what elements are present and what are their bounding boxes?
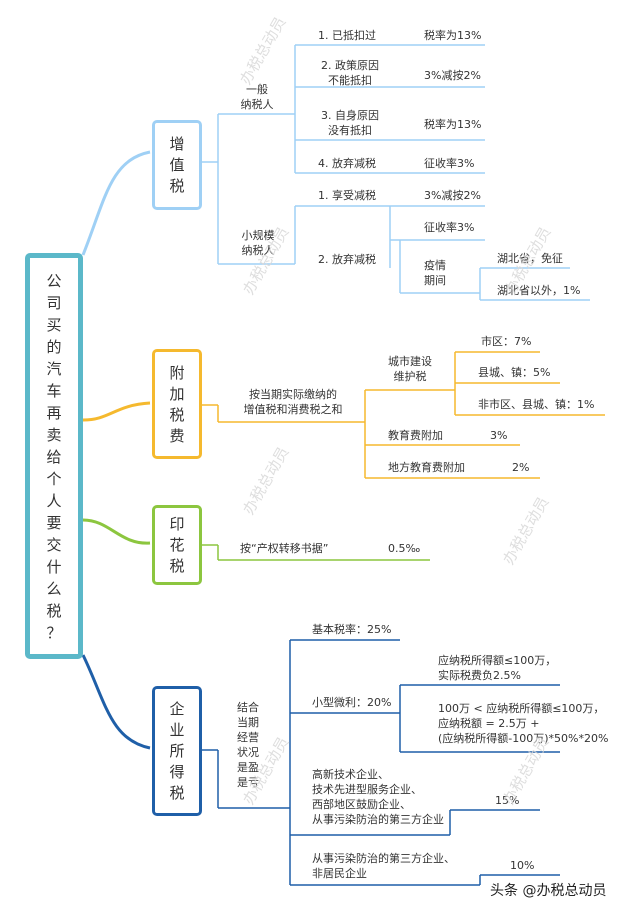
vat-general-item-1-value: 税率为13% xyxy=(424,29,482,42)
edu-surcharge-value: 3% xyxy=(490,429,508,442)
cit-nonres-label: 从事污染防治的第三方企业、 非居民企业 xyxy=(312,852,455,880)
vat-general-item-1-label: 1. 已抵扣过 xyxy=(318,29,376,42)
vat-general-item-4-label: 4. 放弃减税 xyxy=(318,157,376,170)
urban-rate-3: 非市区、县城、镇：1% xyxy=(478,398,595,411)
urban-tax-label: 城市建设 维护税 xyxy=(388,355,432,383)
local-edu-surcharge-value: 2% xyxy=(512,461,530,474)
vat-small-waive-value: 征收率3% xyxy=(424,221,475,234)
vat-title: 增 值 税 xyxy=(169,135,185,195)
vat-small-label: 小规模 纳税人 xyxy=(241,229,275,257)
cit-box: 企 业 所 得 税 xyxy=(152,686,202,816)
cit-micro-tier2: 100万 < 应纳税所得额≤100万， 应纳税额 = 2.5万 + (应纳税所得… xyxy=(438,702,609,745)
cit-micro-tier1: 应纳税所得额≤100万， 实际税费负2.5% xyxy=(438,654,557,682)
stamp-basis: 按“产权转移书据” xyxy=(240,542,329,555)
vat-epidemic-outside: 湖北省以外，1% xyxy=(497,284,581,297)
stamp-title: 印 花 税 xyxy=(169,515,185,575)
vat-general-item-2-value: 3%减按2% xyxy=(424,69,481,82)
surcharge-basis: 按当期实际缴纳的 增值税和消费税之和 xyxy=(243,388,343,416)
cit-note: 结合 当期 经营 状况 是盈 是亏 xyxy=(237,701,259,789)
cit-basic-rate: 基本税率：25% xyxy=(312,623,392,636)
vat-epidemic-label: 疫情 期间 xyxy=(424,259,446,287)
stamp-rate: 0.5‰ xyxy=(388,542,421,555)
vat-general-item-3-label: 3. 自身原因 没有抵扣 xyxy=(321,109,379,137)
local-edu-surcharge-label: 地方教育费附加 xyxy=(388,461,465,474)
cit-hitech-value: 15% xyxy=(495,794,520,807)
vat-small-waive-label: 2. 放弃减税 xyxy=(318,253,376,266)
vat-box: 增 值 税 xyxy=(152,120,202,210)
stamp-box: 印 花 税 xyxy=(152,505,202,585)
cit-title: 企 业 所 得 税 xyxy=(169,700,185,802)
cit-nonres-value: 10% xyxy=(510,859,535,872)
root-topic-text: 公 司 买 的 汽 车 再 卖 给 个 人 要 交 什 么 税 ？ xyxy=(46,272,62,642)
vat-general-label: 一般 纳税人 xyxy=(240,83,274,111)
vat-small-enjoy-label: 1. 享受减税 xyxy=(318,189,376,202)
urban-rate-2: 县城、镇：5% xyxy=(478,366,551,379)
vat-general-item-2-label: 2. 政策原因 不能抵扣 xyxy=(321,59,379,87)
vat-general-item-4-value: 征收率3% xyxy=(424,157,475,170)
surcharge-title: 附 加 税 费 xyxy=(169,364,185,445)
edu-surcharge-label: 教育费附加 xyxy=(388,429,443,442)
urban-rate-1: 市区：7% xyxy=(481,335,532,348)
surcharge-box: 附 加 税 费 xyxy=(152,349,202,459)
root-topic-box: 公 司 买 的 汽 车 再 卖 给 个 人 要 交 什 么 税 ？ xyxy=(25,253,83,659)
author-credit: 头条 @办税总动员 xyxy=(490,883,607,899)
cit-micro-label: 小型微利：20% xyxy=(312,696,392,709)
vat-small-enjoy-value: 3%减按2% xyxy=(424,189,481,202)
vat-epidemic-hubei: 湖北省，免征 xyxy=(497,252,563,265)
cit-hitech-label: 高新技术企业、 技术先进型服务企业、 西部地区鼓励企业、 从事污染防治的第三方企… xyxy=(312,768,444,826)
vat-general-item-3-value: 税率为13% xyxy=(424,118,482,131)
